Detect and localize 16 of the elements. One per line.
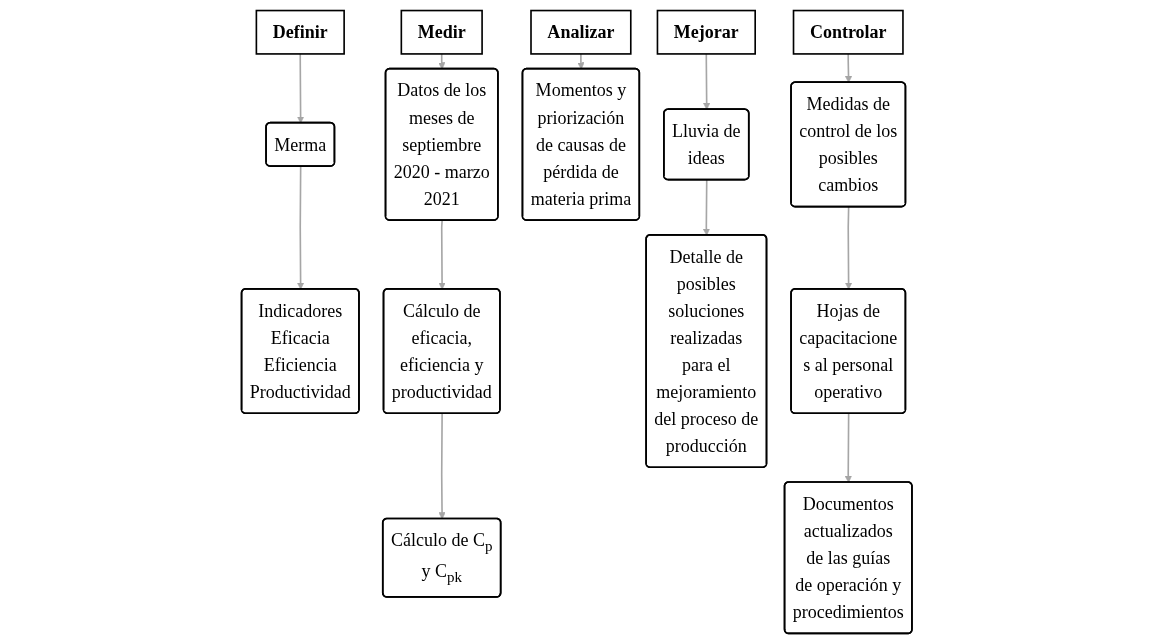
arrow — [438, 412, 446, 520]
arrow — [702, 179, 710, 236]
node-box: Analizar — [529, 9, 632, 55]
arrow — [577, 53, 585, 70]
node-box: Mejorar — [656, 9, 756, 55]
arrow — [296, 165, 304, 290]
arrow — [438, 219, 446, 290]
arrow — [844, 53, 852, 83]
arrow — [702, 53, 710, 110]
arrow — [844, 412, 852, 483]
arrow — [437, 53, 446, 70]
arrow — [296, 53, 304, 124]
node-box: Definir — [255, 9, 345, 55]
node-box: Controlar — [792, 9, 904, 55]
arrow — [844, 206, 852, 290]
node-box: Medir — [400, 9, 483, 55]
